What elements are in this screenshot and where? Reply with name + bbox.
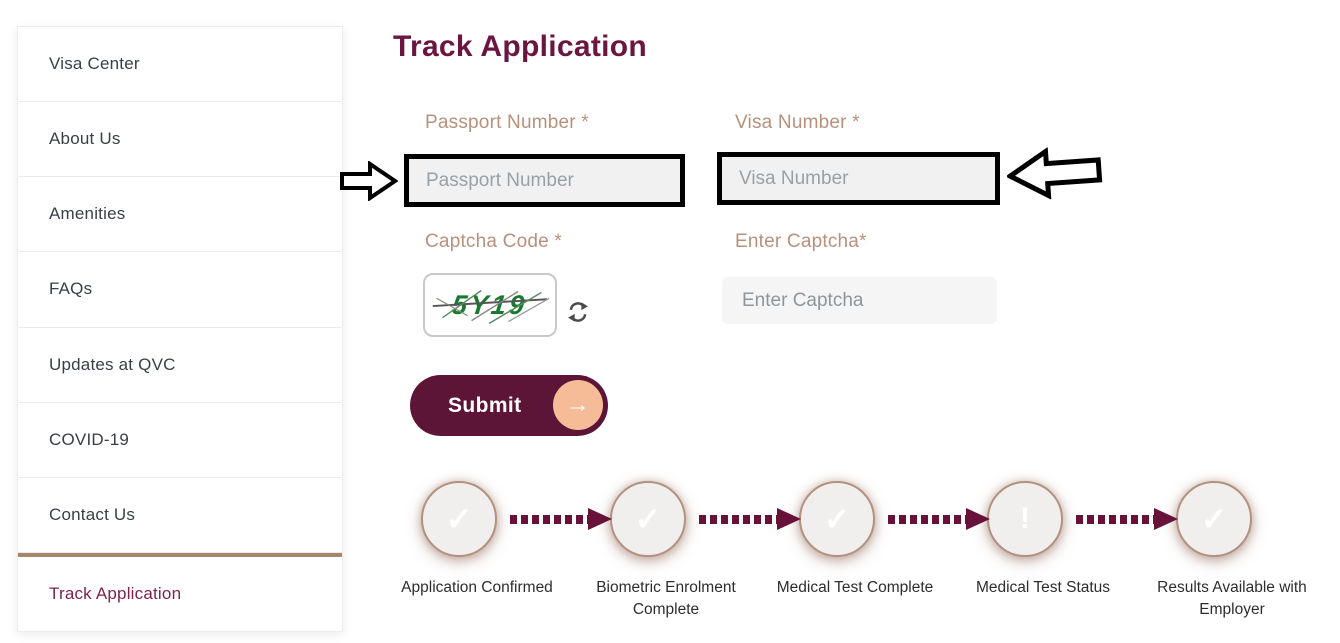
sidebar-item-amenities[interactable]: Amenities [18, 177, 342, 253]
submit-button-label: Submit [448, 393, 522, 417]
visa-number-label: Visa Number * [735, 112, 860, 133]
step-circle-application-confirmed: ✓ [421, 481, 497, 557]
step-label-biometric-enrolment: Biometric Enrolment Complete [596, 579, 736, 619]
visa-number-annotation-box [717, 152, 1000, 205]
step-connector-arrowhead-icon [588, 508, 612, 530]
annotation-arrow-left-icon [1005, 147, 1103, 200]
step-connector [510, 515, 588, 524]
step-connector-arrowhead-icon [966, 508, 990, 530]
sidebar-item-visa-center[interactable]: Visa Center [18, 27, 342, 103]
step-connector-arrowhead-icon [777, 508, 801, 530]
step-circle-medical-test-complete: ✓ [799, 481, 875, 557]
submit-arrow-icon: → [553, 380, 603, 430]
exclamation-icon: ! [1020, 502, 1030, 535]
sidebar-item-faqs[interactable]: FAQs [18, 252, 342, 328]
step-circle-results-available: ✓ [1176, 481, 1252, 557]
refresh-captcha-icon[interactable] [566, 301, 590, 325]
enter-captcha-input[interactable] [722, 277, 997, 324]
check-icon: ✓ [1200, 501, 1228, 537]
sidebar-item-contact-us[interactable]: Contact Us [18, 478, 342, 553]
annotation-arrow-right-icon [340, 161, 398, 201]
step-label-medical-test-complete: Medical Test Complete [776, 579, 934, 596]
sidebar-menu: Visa Center About Us Amenities FAQs Upda… [17, 26, 343, 632]
sidebar-item-covid-19[interactable]: COVID-19 [18, 403, 342, 478]
step-connector [699, 515, 777, 524]
step-label-application-confirmed: Application Confirmed [401, 579, 553, 596]
passport-number-annotation-box [404, 154, 685, 207]
passport-number-label: Passport Number * [425, 112, 589, 133]
step-circle-medical-test-status: ! [987, 481, 1063, 557]
step-label-results-available: Results Available with Employer [1157, 579, 1307, 619]
page-title: Track Application [393, 30, 648, 63]
sidebar-item-about-us[interactable]: About Us [18, 102, 342, 178]
enter-captcha-label: Enter Captcha* [735, 231, 867, 252]
captcha-code-label: Captcha Code * [425, 231, 562, 252]
check-icon: ✓ [634, 501, 662, 537]
step-connector-arrowhead-icon [1154, 508, 1178, 530]
step-label-medical-test-status: Medical Test Status [975, 579, 1111, 596]
captcha-image: 5Y19 [423, 273, 557, 337]
visa-number-input[interactable] [722, 157, 995, 200]
passport-number-input[interactable] [409, 159, 680, 202]
sidebar-item-updates-at-qvc[interactable]: Updates at QVC [18, 328, 342, 403]
captcha-code-text: 5Y19 [450, 289, 530, 320]
check-icon: ✓ [445, 501, 473, 537]
step-connector [888, 515, 966, 524]
check-icon: ✓ [823, 501, 851, 537]
submit-button[interactable]: Submit → [410, 375, 608, 436]
step-connector [1076, 515, 1154, 524]
sidebar-item-track-application[interactable]: Track Application [18, 552, 342, 631]
step-circle-biometric-enrolment: ✓ [610, 481, 686, 557]
